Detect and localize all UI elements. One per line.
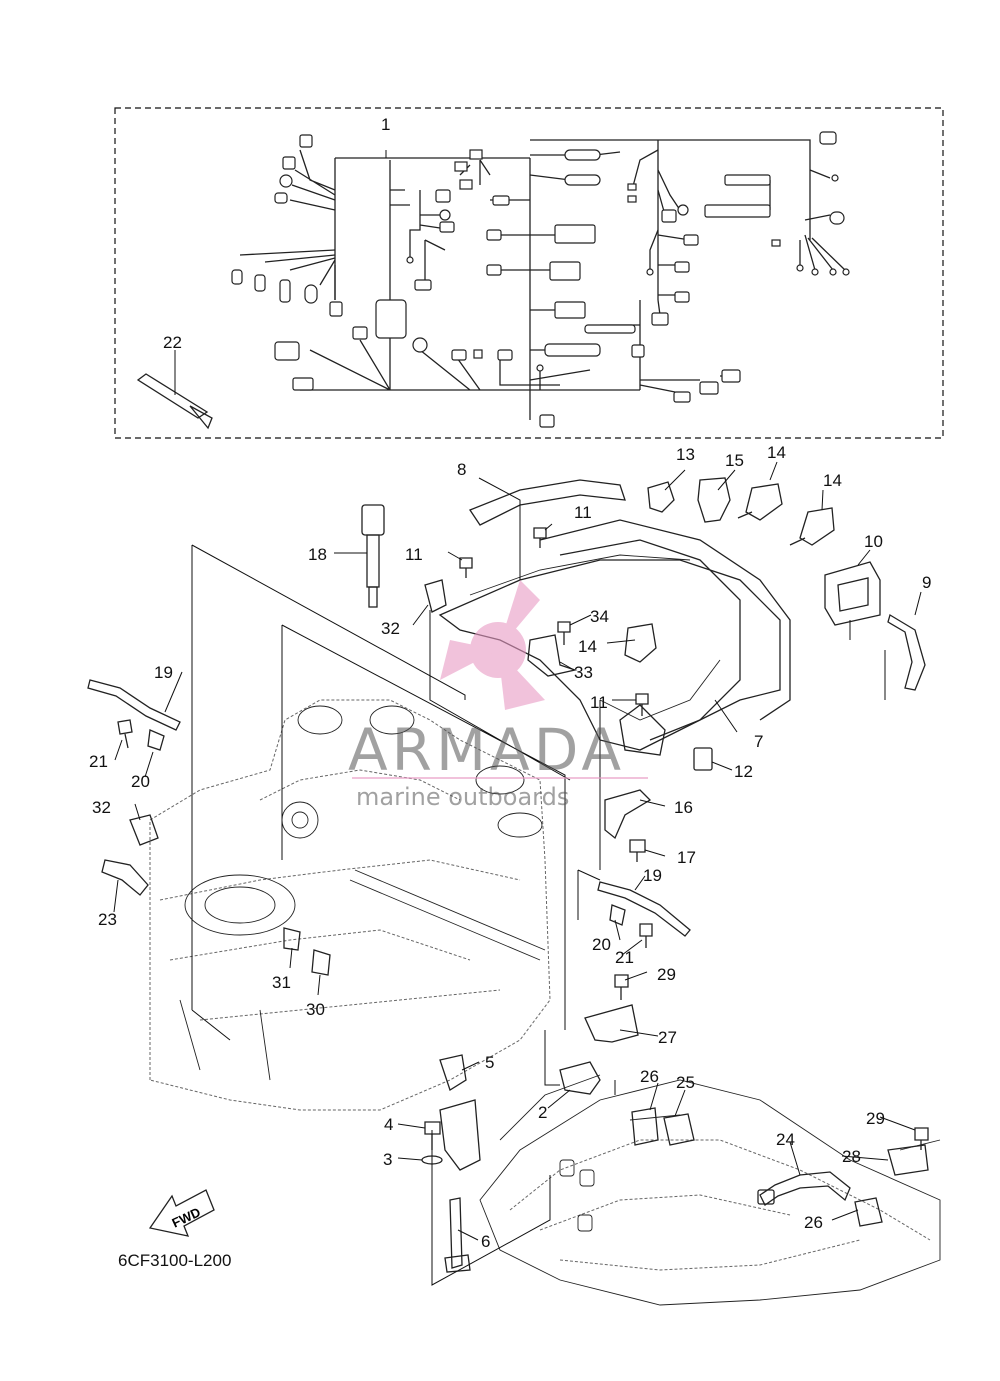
fwd-arrow: FWD xyxy=(148,1189,215,1237)
callout-19: 19 xyxy=(154,663,173,682)
callout-12: 12 xyxy=(734,762,753,781)
callout-25: 25 xyxy=(676,1073,695,1092)
callout-3: 3 xyxy=(383,1150,392,1169)
callout-13: 13 xyxy=(676,445,695,464)
callout-21: 21 xyxy=(89,752,108,771)
small-parts xyxy=(87,477,929,1273)
callout-27: 27 xyxy=(658,1028,677,1047)
callout-10: 10 xyxy=(864,532,883,551)
callout-2: 2 xyxy=(538,1103,547,1122)
callout-15: 15 xyxy=(725,451,744,470)
callout-1: 1 xyxy=(381,115,390,134)
callout-34: 34 xyxy=(590,607,609,626)
callout-14: 14 xyxy=(767,443,786,462)
callout-11: 11 xyxy=(574,503,592,522)
callout-22: 22 xyxy=(163,333,182,352)
callout-7: 7 xyxy=(754,732,763,751)
callout-14: 14 xyxy=(578,637,597,656)
callout-11: 11 xyxy=(405,545,423,564)
callout-19: 19 xyxy=(643,866,662,885)
callout-30: 30 xyxy=(306,1000,325,1019)
upper-holder-assembly xyxy=(438,479,926,756)
callout-32: 32 xyxy=(381,619,400,638)
callout-labels: 1 22 8 13 15 14 14 11 11 18 10 9 32 34 1… xyxy=(89,115,931,1251)
callout-17: 17 xyxy=(677,848,696,867)
callout-24: 24 xyxy=(776,1130,795,1149)
callout-5: 5 xyxy=(485,1053,494,1072)
engine-block xyxy=(149,699,551,1111)
callout-29: 29 xyxy=(866,1109,885,1128)
callout-8: 8 xyxy=(457,460,466,479)
callout-33: 33 xyxy=(574,663,593,682)
callout-21: 21 xyxy=(615,948,634,967)
callout-23: 23 xyxy=(98,910,117,929)
callout-32: 32 xyxy=(92,798,111,817)
lower-frame xyxy=(479,1074,941,1306)
callout-18: 18 xyxy=(308,545,327,564)
callout-29: 29 xyxy=(657,965,676,984)
callout-26: 26 xyxy=(640,1067,659,1086)
watermark-brand: ARMADA xyxy=(348,716,625,784)
callout-14: 14 xyxy=(823,471,842,490)
callout-26: 26 xyxy=(804,1213,823,1232)
propeller-logo-icon xyxy=(440,580,545,710)
callout-20: 20 xyxy=(131,772,150,791)
watermark-tagline: marine outboards xyxy=(356,783,569,811)
callout-16: 16 xyxy=(674,798,693,817)
watermark: ARMADA marine outboards xyxy=(348,580,648,811)
callout-28: 28 xyxy=(842,1147,861,1166)
part-code: 6CF3100-L200 xyxy=(118,1251,231,1270)
fwd-label: FWD xyxy=(170,1204,203,1230)
callout-4: 4 xyxy=(384,1115,393,1134)
reference-lines xyxy=(113,150,922,1286)
callout-31: 31 xyxy=(272,973,291,992)
callout-9: 9 xyxy=(922,573,931,592)
callout-11: 11 xyxy=(590,693,608,712)
callout-6: 6 xyxy=(481,1232,490,1251)
callout-20: 20 xyxy=(592,935,611,954)
wire-harness-panel xyxy=(114,107,944,439)
